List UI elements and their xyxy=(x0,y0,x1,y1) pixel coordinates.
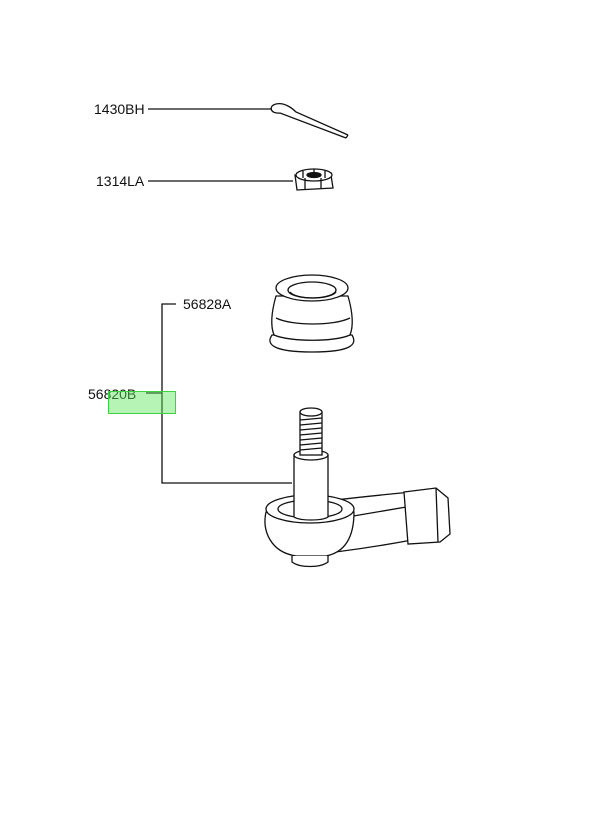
part-highlight-56820b[interactable] xyxy=(108,391,176,414)
part-label-56828a[interactable]: 56828A xyxy=(183,296,232,312)
part-label-56820b[interactable]: 56820B xyxy=(88,386,136,402)
part-label-1314la[interactable]: 1314LA xyxy=(96,173,145,189)
dust-boot-icon xyxy=(269,274,355,353)
tie-rod-end-icon xyxy=(264,407,451,568)
castle-nut-icon xyxy=(294,168,334,191)
part-label-1430bh[interactable]: 1430BH xyxy=(94,101,145,117)
cotter-pin-icon xyxy=(270,102,349,139)
